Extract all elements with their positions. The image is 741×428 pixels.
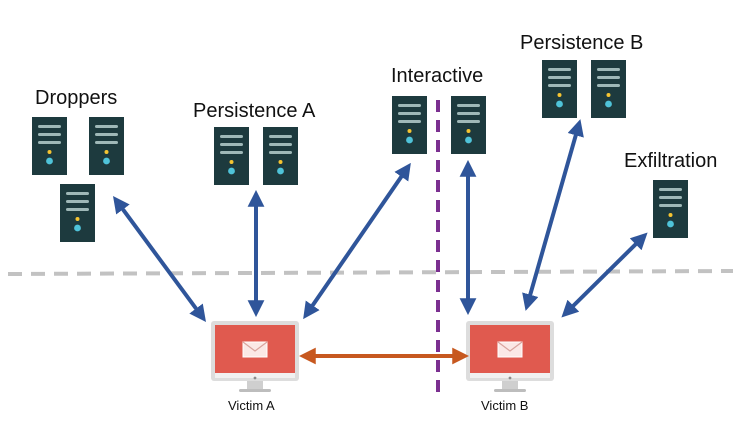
arrow-exfiltration-victim-b <box>561 232 648 318</box>
arrow-interactive-victim-a <box>303 162 411 320</box>
server-icon <box>591 60 626 118</box>
server-group <box>32 60 688 242</box>
arrow-persistence-b-victim-b <box>522 119 584 311</box>
server-icon <box>89 117 124 175</box>
label-droppers: Droppers <box>35 87 117 109</box>
server-icon <box>653 180 688 238</box>
computer-monitor-icon <box>211 321 299 392</box>
connection-arrows <box>113 119 648 365</box>
server-icon <box>214 127 249 185</box>
arrow-droppers-victim-a <box>113 195 206 323</box>
label-persistence-b: Persistence B <box>520 32 643 54</box>
label-victim-a: Victim A <box>228 398 275 413</box>
server-icon <box>32 117 67 175</box>
label-interactive: Interactive <box>391 65 483 87</box>
network-boundary-line <box>7 269 734 276</box>
label-exfiltration: Exfiltration <box>624 150 717 172</box>
server-icon <box>451 96 486 154</box>
computer-monitor-icon <box>466 321 554 392</box>
server-icon <box>392 96 427 154</box>
mail-envelope-icon <box>497 341 523 358</box>
label-victim-b: Victim B <box>481 398 528 413</box>
mail-envelope-icon <box>242 341 268 358</box>
server-icon <box>542 60 577 118</box>
server-icon <box>263 127 298 185</box>
label-persistence-a: Persistence A <box>193 100 316 122</box>
server-icon <box>60 184 95 242</box>
computer-group <box>211 321 554 392</box>
